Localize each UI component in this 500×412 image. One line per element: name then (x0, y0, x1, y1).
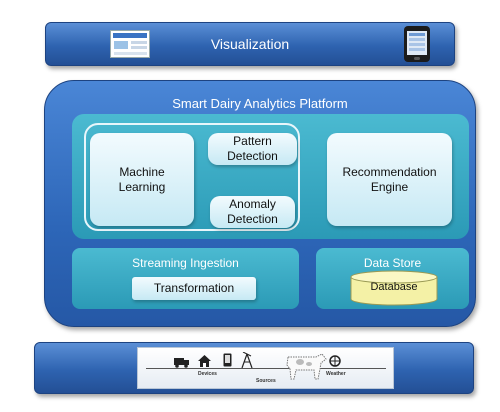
weather-icon (329, 355, 341, 367)
visualization-title: Visualization (210, 36, 290, 52)
antenna-tower-icon (241, 352, 253, 368)
sources-illustration: Devices Weather Sources (137, 347, 394, 389)
weather-label: Weather (326, 371, 346, 377)
sources-layer: Devices Weather Sources (34, 342, 474, 394)
database-cylinder-icon (350, 270, 438, 306)
pattern-detection-box: Pattern Detection (208, 133, 297, 165)
laptop-screenshot-icon (110, 30, 150, 58)
sources-label: Sources (256, 378, 276, 384)
visualization-layer: Visualization (45, 22, 455, 66)
phone-icon (404, 26, 430, 62)
house-icon (198, 355, 211, 367)
platform-title: Smart Dairy Analytics Platform (172, 96, 348, 111)
truck-icon (174, 358, 189, 368)
anomaly-detection-box: Anomaly Detection (210, 196, 295, 228)
cow-icon (286, 353, 327, 380)
devices-label: Devices (198, 371, 217, 377)
database-label: Database (370, 281, 418, 293)
sources-baseline (146, 368, 386, 369)
data-store-panel: Data Store Database (316, 248, 469, 309)
transformation-box: Transformation (132, 277, 256, 300)
smartphone-icon (223, 353, 232, 367)
streaming-ingestion-panel: Streaming Ingestion Transformation (72, 248, 299, 309)
streaming-ingestion-title: Streaming Ingestion (132, 256, 239, 270)
machine-learning-box: Machine Learning (90, 133, 194, 226)
recommendation-engine-box: Recommendation Engine (327, 133, 452, 226)
analytics-platform: Smart Dairy Analytics Platform Machine L… (44, 80, 476, 327)
machine-learning-group (84, 123, 300, 231)
analytics-panel: Machine Learning Pattern Detection Anoma… (72, 114, 469, 239)
data-store-title: Data Store (363, 256, 422, 270)
